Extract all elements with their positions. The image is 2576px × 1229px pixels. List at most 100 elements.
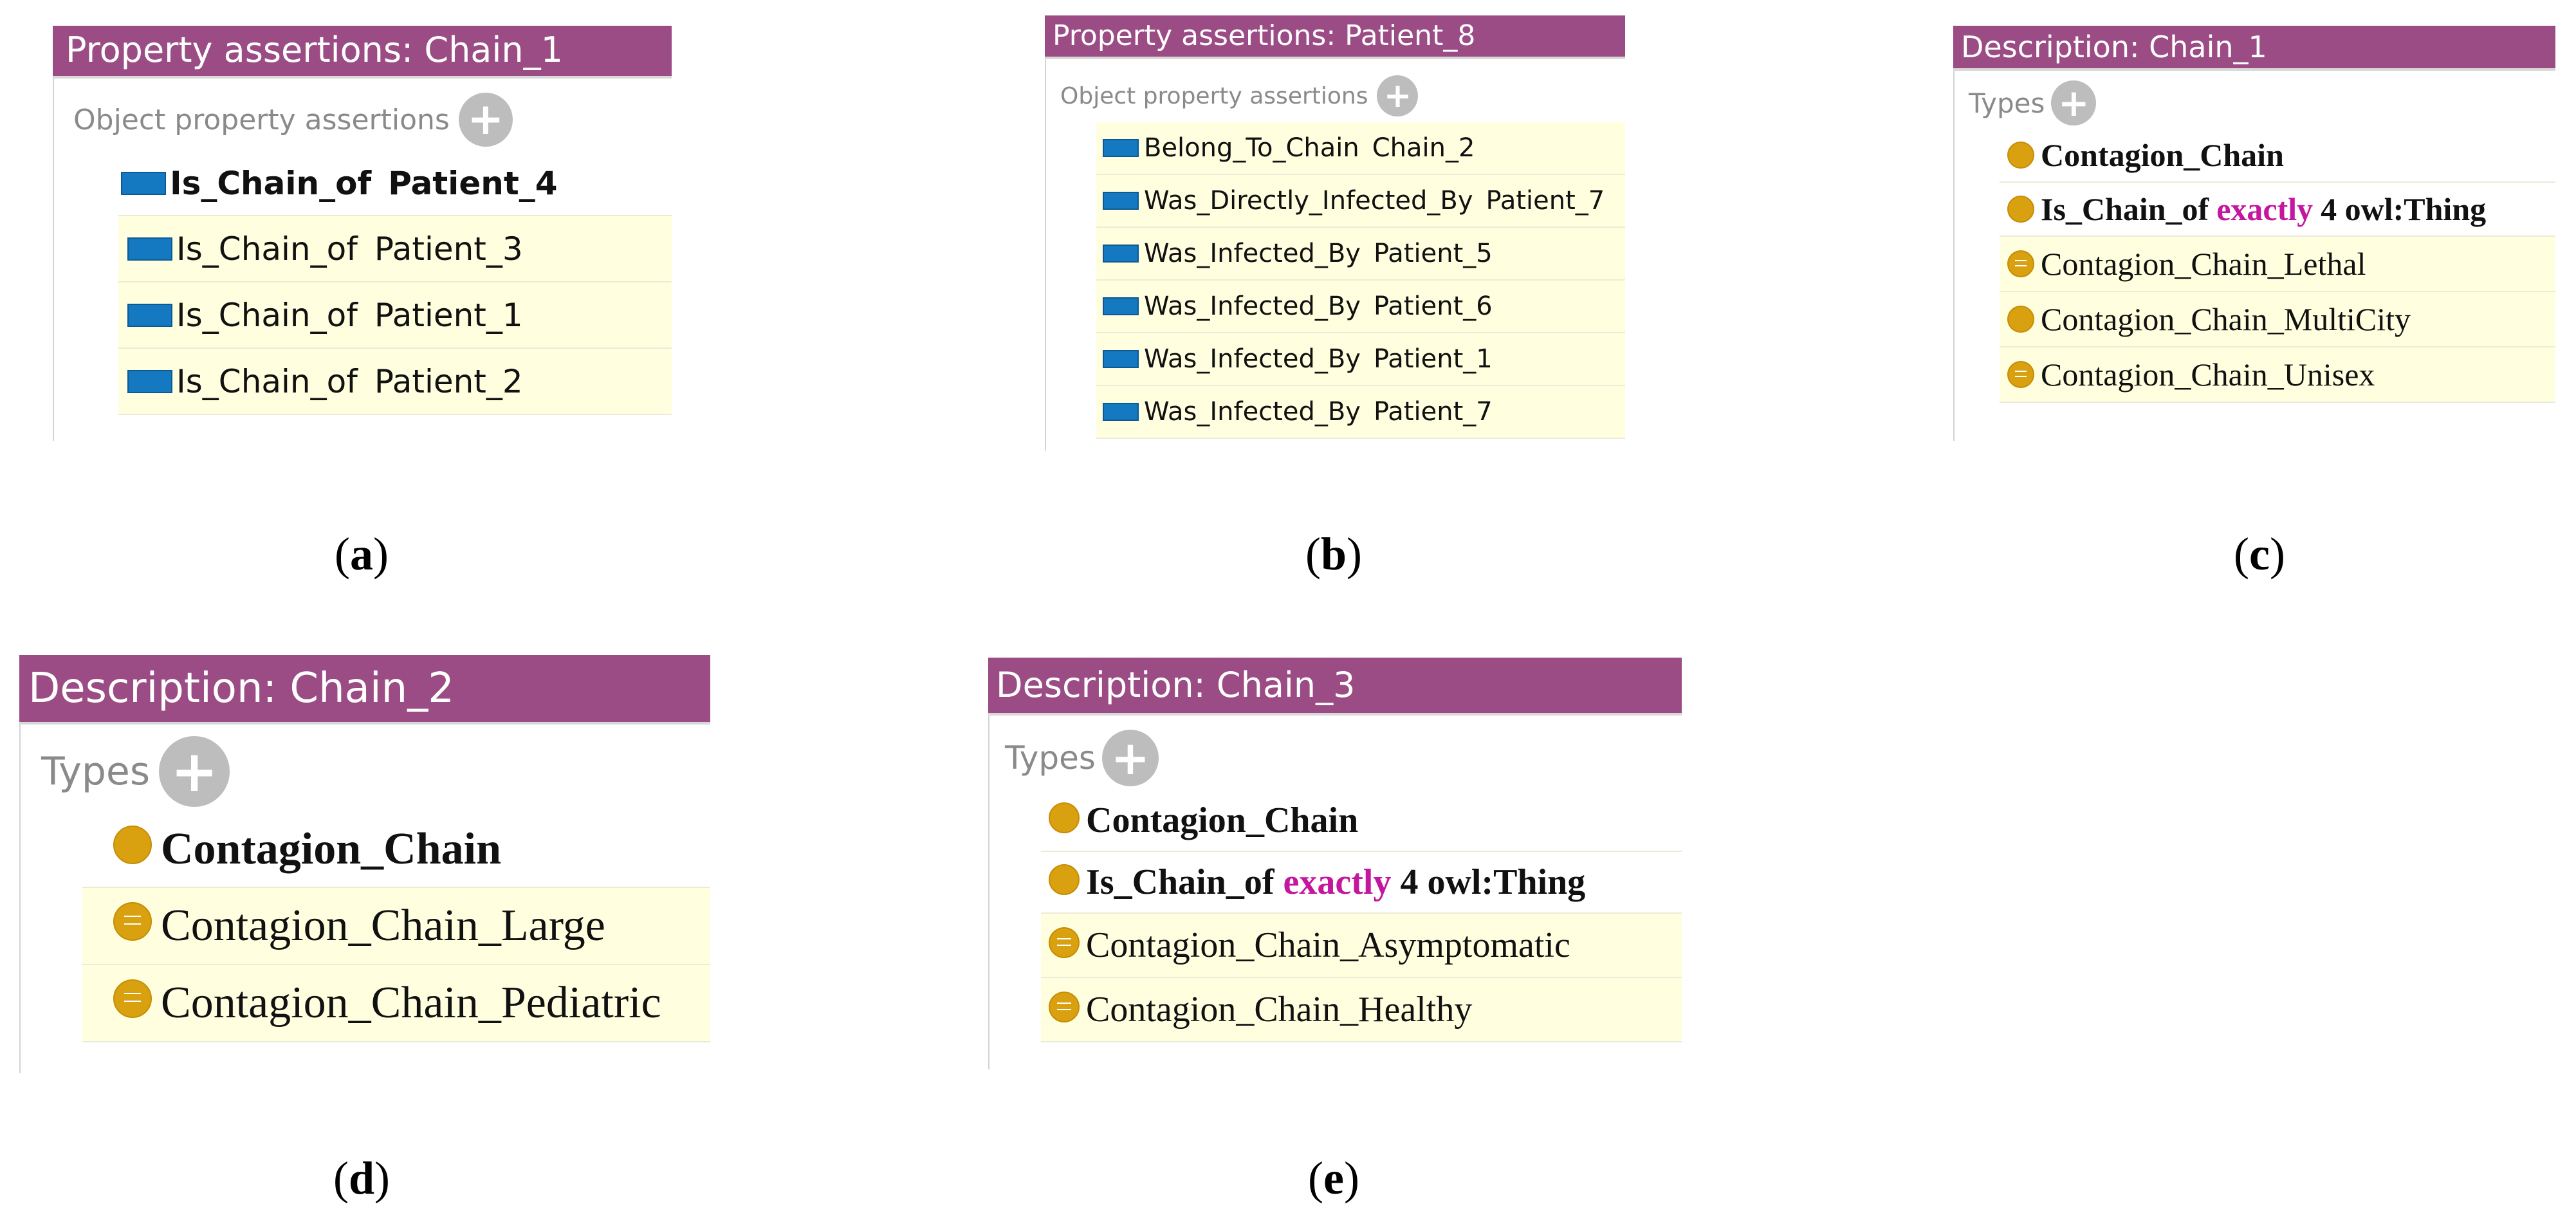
caption-c: (c) [2234,528,2285,580]
property-value: Patient_1 [1373,344,1493,374]
property-name: Is_Chain_of [176,230,358,268]
class-name: Contagion_Chain [161,824,502,874]
type-row[interactable]: Contagion_Chain_Pediatric [82,965,710,1042]
property-name: Is_Chain_of [170,165,372,202]
add-circle-icon[interactable]: + [458,93,513,147]
type-row[interactable]: Is_Chain_of exactly 4 owl:Thing [1041,852,1682,914]
assertion-row[interactable]: Was_Infected_By Patient_6 [1096,281,1625,333]
property-value: Patient_5 [1373,239,1493,268]
section-label: Types [1005,739,1096,777]
section-label: Object property assertions [1060,82,1368,109]
panel-d-description: Description: Chain_2 Types + Contagion_C… [19,655,710,1073]
type-row[interactable]: Contagion_Chain_Asymptomatic [1041,914,1682,978]
type-row[interactable]: Contagion_Chain_Healthy [1041,978,1682,1042]
assertion-list: Belong_To_Chain Chain_2 Was_Directly_Inf… [1096,122,1625,439]
class-name: Contagion_Chain_MultiCity [2041,301,2411,337]
panel-title: Property assertions: Patient_8 [1045,15,1625,59]
add-circle-icon[interactable]: + [1377,75,1419,116]
assertion-row[interactable]: Was_Infected_By Patient_1 [1096,333,1625,386]
class-icon [2007,306,2034,333]
caption-letter: d [348,1152,375,1204]
panel-b-property-assertions: Property assertions: Patient_8 Object pr… [1045,15,1625,450]
caption-letter: a [350,528,373,580]
type-row[interactable]: Contagion_Chain [82,812,710,888]
assertion-row[interactable]: Was_Directly_Infected_By Patient_7 [1096,175,1625,228]
types-list: Contagion_Chain Is_Chain_of exactly 4 ow… [1041,790,1682,1042]
type-row[interactable]: Contagion_Chain_MultiCity [2000,292,2555,347]
equivalent-class-icon [2007,250,2034,277]
property-value: Patient_1 [374,296,523,334]
property-value: Patient_4 [388,165,558,202]
restriction-filler: 4 owl:Thing [1400,862,1586,902]
class-icon [2007,142,2034,169]
caption-a: (a) [335,528,389,580]
property-value: Patient_2 [374,362,523,400]
section-label: Object property assertions [73,103,450,136]
add-circle-icon[interactable]: + [1101,730,1159,786]
assertion-list: Is_Chain_of Patient_4 Is_Chain_of Patien… [118,152,672,415]
equivalent-class-icon [2007,361,2034,388]
object-property-assertions-header: Object property assertions + [54,88,672,152]
class-name: Contagion_Chain [2041,137,2284,173]
add-circle-icon[interactable]: + [159,736,230,807]
assertion-row[interactable]: Is_Chain_of Patient_4 [118,152,672,216]
caption-d: (d) [333,1152,391,1204]
type-row[interactable]: Contagion_Chain_Unisex [2000,347,2555,403]
class-name: Contagion_Chain_Healthy [1086,990,1473,1030]
object-property-icon [1103,139,1139,157]
object-property-icon [127,369,172,393]
add-circle-icon[interactable]: + [2051,80,2097,125]
property-value: Patient_6 [1373,291,1493,321]
assertion-row[interactable]: Is_Chain_of Patient_2 [118,349,672,415]
object-property-icon [1103,245,1139,263]
restriction-filler: 4 owl:Thing [2321,191,2487,227]
panel-title: Property assertions: Chain_1 [53,26,672,79]
object-property-icon [1103,403,1139,421]
types-header: Types + [21,731,710,812]
equivalent-class-icon [113,979,152,1018]
assertion-row[interactable]: Is_Chain_of Patient_3 [118,216,672,282]
assertion-row[interactable]: Belong_To_Chain Chain_2 [1096,122,1625,175]
class-icon [113,826,152,864]
class-icon [2007,196,2034,223]
class-name: Contagion_Chain_Large [161,901,605,950]
class-name: Contagion_Chain_Unisex [2041,356,2375,393]
type-row[interactable]: Contagion_Chain [1041,790,1682,852]
assertion-row[interactable]: Is_Chain_of Patient_1 [118,282,672,349]
types-header: Types + [989,726,1682,790]
object-property-icon [127,237,172,261]
assertion-row[interactable]: Was_Infected_By Patient_5 [1096,228,1625,281]
property-value: Patient_3 [374,230,523,268]
equivalent-class-icon [113,902,152,941]
panel-title: Description: Chain_2 [19,655,710,725]
caption-letter: b [1320,528,1347,580]
type-row[interactable]: Contagion_Chain_Large [82,888,710,965]
restriction-property: Is_Chain_of [1086,862,1274,902]
type-row[interactable]: Contagion_Chain [2000,129,2555,183]
section-label: Types [1969,87,2045,119]
property-name: Is_Chain_of [176,296,358,334]
panel-e-description: Description: Chain_3 Types + Contagion_C… [988,658,1682,1069]
type-row[interactable]: Is_Chain_of exactly 4 owl:Thing [2000,183,2555,237]
restriction-property: Is_Chain_of [2041,191,2209,227]
caption-letter: c [2249,528,2270,580]
object-property-icon [1103,297,1139,315]
class-name: Contagion_Chain [1086,800,1359,840]
restriction-keyword: exactly [2216,191,2314,227]
property-value: Chain_2 [1372,133,1475,163]
class-icon [1049,864,1080,895]
assertion-row[interactable]: Was_Infected_By Patient_7 [1096,386,1625,439]
types-header: Types + [1955,77,2555,129]
type-row[interactable]: Contagion_Chain_Lethal [2000,237,2555,292]
equivalent-class-icon [1049,992,1080,1022]
caption-b: (b) [1305,528,1363,580]
property-name: Was_Directly_Infected_By [1144,186,1473,216]
section-label: Types [41,749,151,794]
panel-title: Description: Chain_3 [988,658,1682,716]
object-property-icon [1103,350,1139,368]
property-name: Belong_To_Chain [1144,133,1359,163]
types-list: Contagion_Chain Contagion_Chain_Large Co… [82,812,710,1042]
property-name: Was_Infected_By [1144,397,1361,427]
property-name: Was_Infected_By [1144,344,1361,374]
property-value: Patient_7 [1373,397,1493,427]
